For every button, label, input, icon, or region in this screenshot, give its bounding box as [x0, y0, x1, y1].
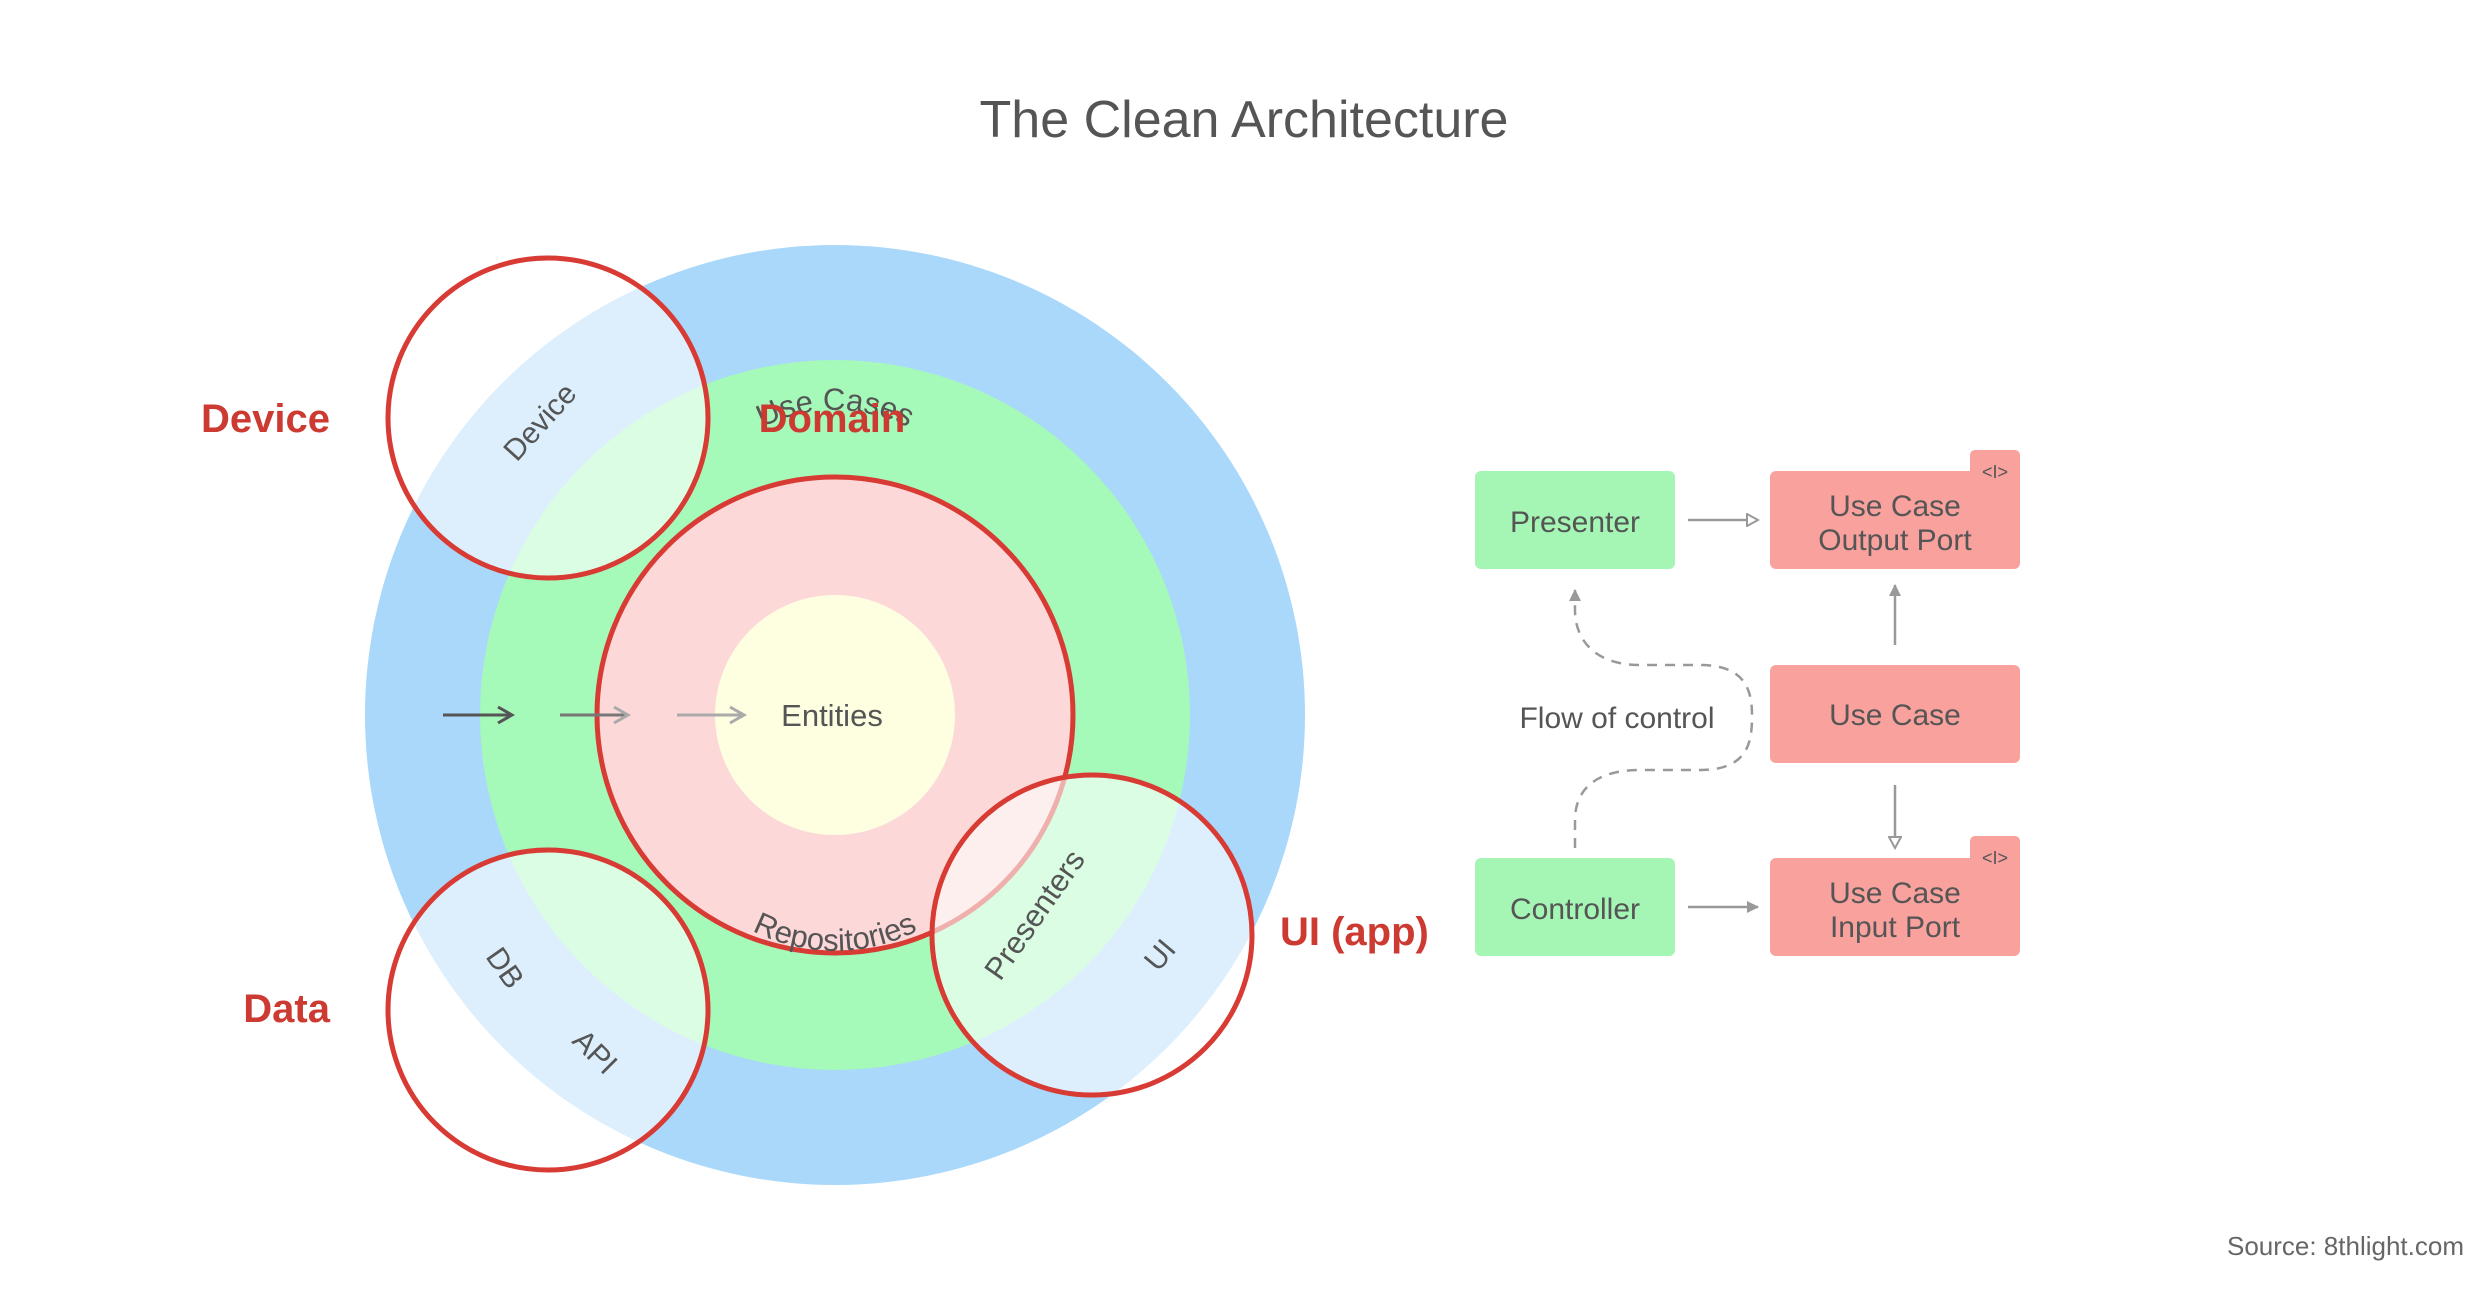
controller-box-label: Controller: [1510, 893, 1640, 926]
output-port-label-line2: Output Port: [1818, 524, 1972, 557]
input-port-box: [1770, 858, 2020, 956]
flow-of-control-label: Flow of control: [1519, 702, 1714, 735]
input-port-interface-tab: [1970, 836, 2020, 876]
entities-label: Entities: [781, 698, 883, 733]
presenter-box-label: Presenter: [1510, 506, 1640, 539]
output-port-interface-tab: [1970, 450, 2020, 490]
ui-app-group-label: UI (app): [1280, 910, 1429, 954]
domain-group-label: Domain: [759, 397, 906, 441]
flow-of-control-path: [1569, 589, 1754, 848]
input-port-label-line1: Use Case: [1829, 877, 1961, 910]
use-case-box: [1770, 665, 2020, 763]
use-case-box-label: Use Case: [1829, 699, 1961, 732]
page-title: The Clean Architecture: [979, 91, 1509, 149]
output-port-label-line1: Use Case: [1829, 490, 1961, 523]
output-port-box: [1770, 471, 2020, 569]
device-highlight-circle: [385, 255, 711, 581]
input-port-label-line2: Input Port: [1830, 911, 1961, 944]
device-group-label: Device: [201, 397, 330, 441]
controller-box: [1475, 858, 1675, 956]
flow-of-control-label-bg: [1500, 695, 1735, 740]
presenter-box: [1475, 471, 1675, 569]
ui-highlight-circle: [929, 772, 1255, 1098]
core-entities: [715, 595, 955, 835]
data-group-label: Data: [243, 987, 330, 1031]
output-port-interface-tag: <I>: [1982, 462, 2008, 482]
source-credit: Source: 8thlight.com: [2226, 1231, 2464, 1261]
data-highlight-circle: [385, 847, 711, 1173]
input-port-interface-tag: <I>: [1982, 848, 2008, 868]
